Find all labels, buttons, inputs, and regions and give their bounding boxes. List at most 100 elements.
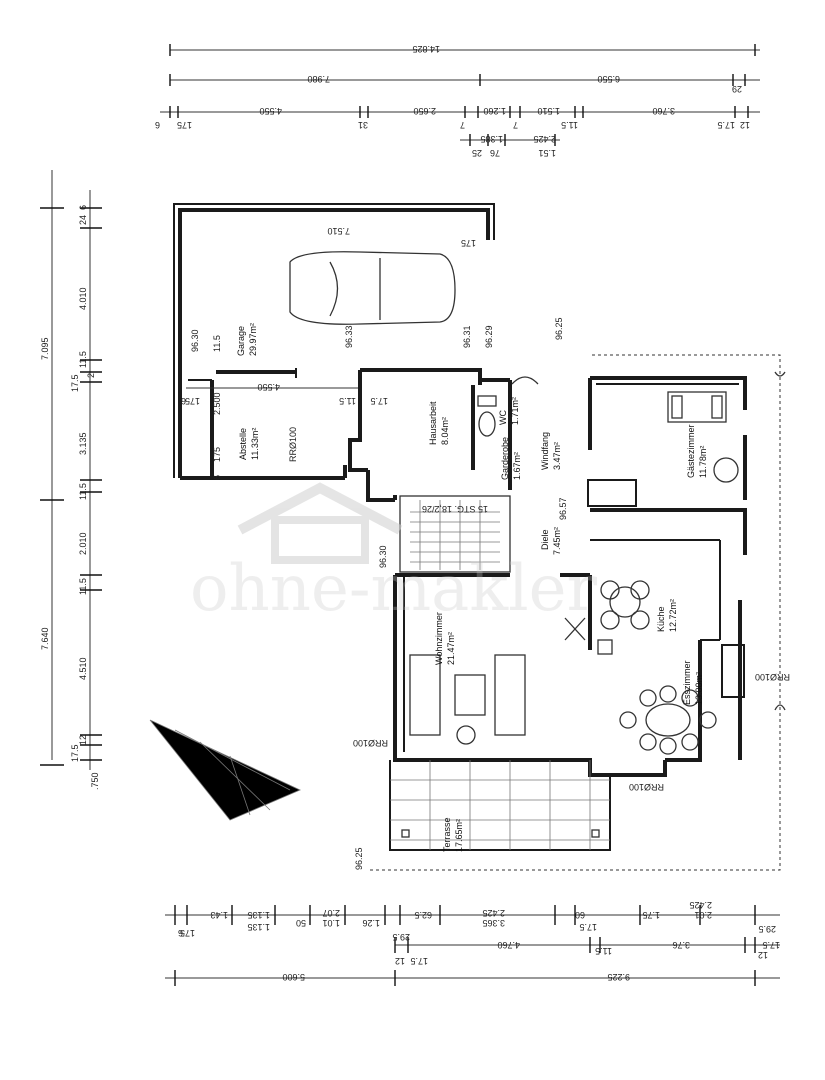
dim-bot-r1-m: 60 — [575, 910, 585, 920]
dim-top-r3-b: 6 — [155, 120, 160, 130]
level-wohn: 96.30 — [378, 545, 388, 568]
bed-furniture — [667, 391, 739, 483]
level-hall-2: 96.29 — [484, 325, 494, 348]
dim-bot-r1-b: 6 — [178, 928, 183, 938]
rr-south: RRØ100 — [629, 782, 664, 792]
room-area-hausarbeit: 8.04m² — [440, 417, 450, 445]
left-dimension-texts: 7.095 7.640 24 6 4.010 11.5 17.5 2 3.135… — [40, 205, 100, 790]
room-name-garage: Garage — [236, 326, 246, 356]
wc-fixtures — [477, 376, 539, 437]
rr-abstelle: RRØ100 — [288, 427, 298, 462]
room-area-diele: 7.45m² — [552, 527, 562, 555]
top-dimension-texts: 14.825 7.980 6.550 29 175 6 4.550 31 2.6… — [155, 44, 750, 158]
room-area-wc: 1.71m² — [510, 397, 520, 425]
kitchen-table-set — [597, 580, 650, 655]
dim-left-r2-i: 2.010 — [78, 532, 88, 555]
dim-bot-r1-d: 1.135 — [247, 910, 270, 920]
dim-abstelle-d: 17.5 — [370, 396, 388, 406]
room-area-wohnzimmer: 21.47m² — [446, 632, 456, 665]
dim-abstelle-f: 6 — [212, 475, 222, 480]
dim-top-end: 29 — [732, 84, 742, 94]
dim-bot-r1-o: 1.75 — [642, 910, 660, 920]
dim-top-r3-g: 1.510 — [537, 106, 560, 116]
dim-left-r2-l: 12 — [78, 735, 88, 745]
dim-top-r4-a: 7 — [460, 120, 465, 130]
dim-abstelle-b: 6 — [181, 396, 186, 406]
dim-left-r2-f: 2 — [86, 373, 96, 378]
room-area-terrasse: 17.65m² — [454, 819, 464, 852]
dim-bot-r2-h: 17.5 — [762, 940, 780, 950]
bottom-dimension-texts: 175 6 1.43 1.135 1.135 50 1.01 2.07 1.26… — [178, 900, 780, 982]
room-name-terrasse: Terrasse — [442, 817, 452, 852]
stair-label: 15 STG. 18,2/26 — [422, 504, 488, 514]
living-room-furniture — [409, 617, 586, 745]
room-name-wohnzimmer: Wohnzimmer — [434, 612, 444, 665]
dim-bot-r2-g: 12 — [758, 950, 768, 960]
room-name-esszimmer: Esszimmer — [682, 660, 692, 705]
dim-bot-r2-b: 17.5 — [410, 956, 428, 966]
dim-top-r4-e: 2.425 — [533, 134, 556, 144]
room-name-kueche: Küche — [656, 606, 666, 632]
level-garage-2: 96.33 — [344, 325, 354, 348]
dim-left-r2-k: 4.510 — [78, 657, 88, 680]
dim-top-r3-j: 12 — [740, 120, 750, 130]
watermark: ohne-makler — [190, 482, 597, 626]
dim-bot-r2-a: 29.5 — [758, 924, 776, 934]
dim-bot-r1-k: 3.365 — [482, 918, 505, 928]
dim-top-r3-d: 31 — [358, 120, 368, 130]
dim-left-r2-c: 4.010 — [78, 287, 88, 310]
room-name-wc: WC — [498, 410, 508, 425]
room-name-diele: Diele — [540, 529, 550, 550]
room-area-windfang: 3.47m² — [552, 442, 562, 470]
dim-bot-r1-h: 2.07 — [322, 908, 340, 918]
dim-abstelle-c: 11.5 — [339, 396, 356, 406]
dim-bot-r2-f: 3.76 — [672, 940, 690, 950]
top-dimension-lines — [160, 44, 760, 146]
dim-garage-side: 175 — [461, 238, 476, 248]
level-garage: 96.30 — [190, 329, 200, 352]
dim-top-r3-h: 11.5 — [561, 120, 578, 130]
dim-top-r4-b: 76 — [490, 148, 500, 158]
dim-left-r2-n: .750 — [90, 772, 100, 790]
dim-top-r3-e: 2.650 — [413, 106, 436, 116]
room-name-abstelle: Abstelle — [238, 428, 248, 460]
dim-bot-r1-j: 62.5 — [414, 910, 432, 920]
room-area-kueche: 12.72m² — [668, 599, 678, 632]
left-dimension-lines — [40, 170, 102, 770]
room-area-esszimmer: 13.00m² — [694, 672, 704, 705]
dim-left-r2-b: 6 — [78, 205, 88, 210]
rr-west: RRØ100 — [353, 738, 388, 748]
watermark-text: ohne-makler — [190, 552, 597, 626]
dim-abstelle-a: 175 — [185, 396, 200, 406]
room-area-garage: 29.97m² — [248, 323, 258, 356]
room-name-windfang: Windfang — [540, 432, 550, 470]
dim-bot-r1-p: 2.01 — [694, 910, 712, 920]
dim-bot-r1-a: 175 — [180, 928, 195, 938]
dim-top-r3-i: 3.760 — [652, 106, 675, 116]
dim-garage-h: 11.5 — [212, 335, 222, 352]
dim-left-r2-e: 17.5 — [70, 374, 80, 392]
dim-left-lower: 7.640 — [40, 627, 50, 650]
dim-left-r2-h: 11.5 — [78, 483, 88, 500]
dim-left-r2-g: 3.135 — [78, 432, 88, 455]
dim-bot-r2-d: 4.760 — [497, 940, 520, 950]
dim-bot-r1-n: 17.5 — [579, 922, 597, 932]
level-diele: 96.57 — [558, 497, 568, 520]
staircase — [399, 495, 511, 573]
room-name-garderobe: Garderobe — [500, 437, 510, 480]
dim-bot-r1-l: 2.425 — [482, 908, 505, 918]
dim-abstelle-h: 2.500 — [212, 392, 222, 415]
dim-top-r3-k: 17.5 — [717, 120, 735, 130]
room-name-hausarbeit: Hausarbeit — [428, 401, 438, 445]
dim-bot-r1-e: 1.135 — [247, 922, 270, 932]
dim-abstelle-width: 4.550 — [257, 382, 280, 392]
dim-bot-r1-r: 29.5 — [392, 932, 410, 942]
dim-bot-r2-e: 11.5 — [595, 946, 612, 956]
dim-top-r3-f: 1.260 — [483, 106, 506, 116]
dim-bot-r1-i: 1.26 — [362, 918, 380, 928]
dim-left-r2-m: 17.5 — [70, 744, 80, 762]
dim-top-r4-f: 1.51 — [538, 148, 556, 158]
dim-garage-width: 7.510 — [327, 226, 350, 236]
dim-top-r4-g: 25 — [472, 148, 482, 158]
